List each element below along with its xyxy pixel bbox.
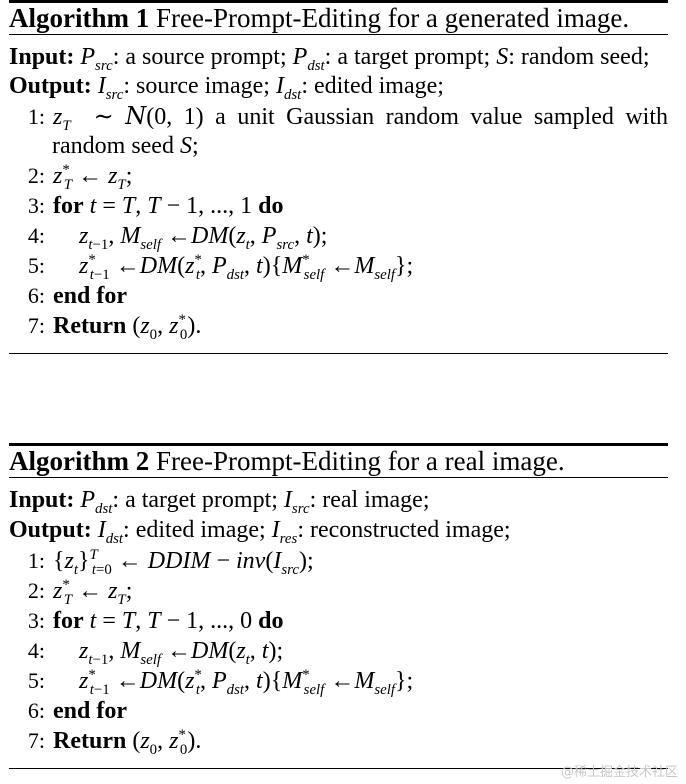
input-text: : random seed; [508, 44, 650, 70]
algorithm-label: Algorithm 2 [9, 446, 150, 476]
for-keyword: for [53, 193, 84, 219]
input-keyword: Input: [9, 44, 75, 70]
end-for-keyword: end for [53, 698, 127, 724]
input-text: : a target prompt; [112, 487, 284, 513]
line-number: 7: [27, 728, 45, 753]
loop-end: 0 [240, 608, 253, 634]
line-number: 2: [27, 578, 45, 603]
output-text: : source image; [123, 73, 276, 99]
output-text: : edited image; [301, 73, 444, 99]
title-rule [9, 477, 668, 478]
input-text: : real image; [309, 487, 430, 513]
line-number: 6: [27, 698, 45, 723]
line-number: 7: [27, 313, 45, 338]
output-line: Output: Idst: edited image; Ires: recons… [9, 517, 511, 547]
output-text: : reconstructed image; [297, 517, 511, 543]
algorithm-title-text: Free-Prompt-Editing for a generated imag… [155, 3, 630, 33]
line-number: 5: [27, 668, 45, 693]
step-5: 5:z*t−1 ←DM(z*t, Pdst, t){M*self ←Mself}… [9, 251, 668, 283]
step-5: 5:z*t−1 ←DM(z*t, Pdst, t){M*self ←Mself}… [9, 666, 668, 698]
algorithm-1-body: Input: Psrc: a source prompt; Pdst: a ta… [9, 35, 668, 343]
algorithm-2-body: Input: Pdst: a target prompt; Isrc: real… [9, 478, 668, 758]
step-1: 1:{zt}Tt=0 ← DDIM − inv(Isrc); [9, 546, 668, 578]
watermark-text: @稀土掘金技术社区 [560, 765, 678, 780]
input-text: : a source prompt; [112, 44, 293, 70]
algorithm-2-title: Algorithm 2 Free-Prompt-Editing for a re… [9, 446, 668, 477]
algorithm-1-block: Algorithm 1 Free-Prompt-Editing for a ge… [9, 0, 668, 354]
for-keyword: for [53, 608, 84, 634]
step-7: 7:Return (z0, z*0). [9, 726, 668, 758]
end-for-keyword: end for [53, 283, 127, 309]
top-rule [9, 443, 668, 446]
return-keyword: Return [53, 728, 127, 754]
output-keyword: Output: [9, 73, 92, 99]
output-line: Output: Isrc: source image; Idst: edited… [9, 73, 444, 103]
input-line: Input: Psrc: a source prompt; Pdst: a ta… [9, 44, 650, 74]
algorithm-title-text: Free-Prompt-Editing for a real image. [155, 446, 565, 476]
top-rule [9, 0, 668, 3]
step-3: 3:for t = T, T − 1, ..., 0 do [9, 606, 668, 636]
do-keyword: do [258, 193, 284, 219]
step-7: 7:Return (z0, z*0). [9, 311, 668, 343]
title-rule [9, 34, 668, 35]
line-number: 1: [27, 104, 45, 129]
output-keyword: Output: [9, 517, 92, 543]
algorithm-2-block: Algorithm 2 Free-Prompt-Editing for a re… [9, 443, 668, 769]
step-2: 2:z*T ← zT; [9, 161, 668, 193]
bottom-rule [9, 768, 668, 769]
algorithm-label: Algorithm 1 [9, 3, 150, 33]
step-6: 6: end for [9, 281, 668, 311]
line-number: 2: [27, 163, 45, 188]
line-number: 3: [27, 193, 45, 218]
line-number: 4: [27, 638, 45, 663]
output-text: : edited image; [123, 517, 272, 543]
input-line: Input: Pdst: a target prompt; Isrc: real… [9, 487, 430, 517]
step-6: 6: end for [9, 696, 668, 726]
line-number: 6: [27, 283, 45, 308]
line-number: 3: [27, 608, 45, 633]
loop-end: 1 [240, 193, 253, 219]
bottom-rule [9, 353, 668, 354]
line-number: 1: [27, 548, 45, 573]
algorithm-1-title: Algorithm 1 Free-Prompt-Editing for a ge… [9, 3, 668, 34]
step-3: 3:for t = T, T − 1, ..., 1 do [9, 191, 668, 221]
line-number: 4: [27, 223, 45, 248]
do-keyword: do [258, 608, 284, 634]
step-2: 2:z*T ← zT; [9, 576, 668, 608]
input-keyword: Input: [9, 487, 75, 513]
step-text: a unit Gaussian random value sampled wit… [52, 104, 669, 159]
step-4: 4:zt−1, Mself ←DM(zt, t); [9, 636, 668, 667]
step-4: 4:zt−1, Mself ←DM(zt, Psrc, t); [9, 221, 668, 252]
line-number: 5: [27, 253, 45, 278]
input-text: : a target prompt; [324, 44, 497, 70]
return-keyword: Return [53, 313, 127, 339]
step-1: 1:zT ∼ N(0, 1) a unit Gaussian random va… [9, 102, 668, 161]
